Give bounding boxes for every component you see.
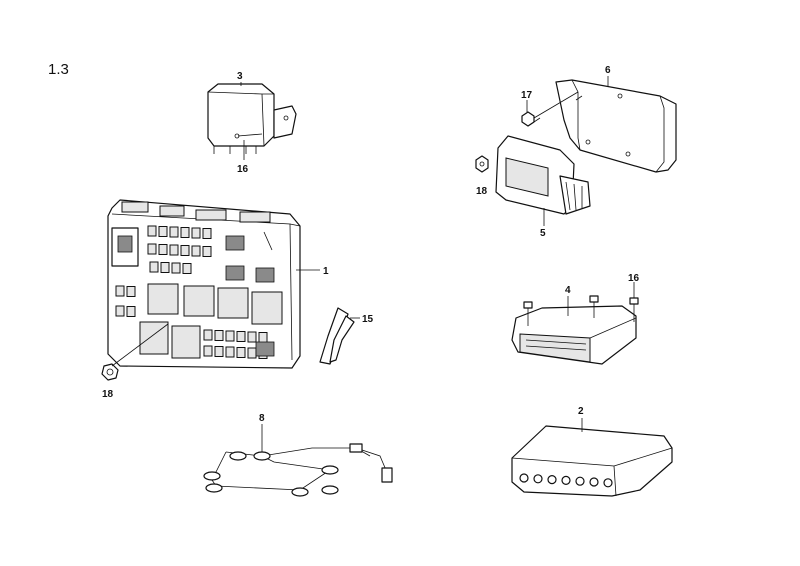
connector-pin xyxy=(561,475,571,485)
connector-pin xyxy=(589,477,599,487)
fuse-slot xyxy=(202,246,212,257)
fuse-slot xyxy=(214,346,224,357)
fuse-slot xyxy=(247,347,257,359)
fuse-slot xyxy=(147,243,157,255)
fuse-slot xyxy=(202,228,212,239)
callout-8: 8 xyxy=(259,413,265,424)
fuse-slot xyxy=(180,245,190,256)
fuse-slot xyxy=(147,225,157,237)
fuse-puller-part xyxy=(319,307,355,365)
relay-module-part xyxy=(207,83,297,154)
fuse-slot xyxy=(158,244,168,255)
connector-pin xyxy=(575,476,585,486)
sensor-mat-part xyxy=(203,443,393,497)
callout-2: 2 xyxy=(578,406,584,417)
fuse-slot xyxy=(258,332,268,343)
callout-16-relay: 16 xyxy=(237,164,249,175)
fuse-slot xyxy=(236,331,246,342)
control-unit-part xyxy=(511,425,673,497)
fuse-slot xyxy=(115,305,125,317)
callout-16-airbag: 16 xyxy=(628,273,640,284)
fuse-slot xyxy=(126,306,136,317)
callout-5: 5 xyxy=(540,228,546,239)
callout-18-right: 18 xyxy=(476,186,488,197)
fuse-slot xyxy=(180,227,190,238)
callout-18-left: 18 xyxy=(102,389,114,400)
callout-17: 17 xyxy=(521,90,533,101)
connector-pin xyxy=(603,478,613,488)
fuse-slot xyxy=(225,330,235,342)
callout-1: 1 xyxy=(323,266,329,277)
fuse-slot xyxy=(247,331,257,343)
fuse-slot xyxy=(214,330,224,341)
callout-3: 3 xyxy=(237,71,243,82)
fuse-slot xyxy=(225,346,235,358)
fuse-slot xyxy=(182,263,192,274)
callout-4: 4 xyxy=(565,285,571,296)
fuse-slot xyxy=(236,347,246,358)
fuse-slot xyxy=(158,226,168,237)
fuse-slot xyxy=(171,262,181,274)
bracket-screw-part xyxy=(521,91,579,127)
fuse-slot xyxy=(126,286,136,297)
connector-pin xyxy=(547,475,557,485)
fuse-slot xyxy=(169,226,179,238)
connector-pin xyxy=(533,474,543,484)
ecu-nut-part xyxy=(475,155,489,173)
fuse-slot xyxy=(203,345,213,357)
fuse-slot xyxy=(115,285,125,297)
fuse-slot xyxy=(160,262,170,273)
airbag-module-part xyxy=(511,295,639,365)
fuse-slot xyxy=(203,329,213,341)
section-number: 1.3 xyxy=(48,61,69,78)
fuse-slot xyxy=(191,227,201,239)
fuse-box-nut-part xyxy=(101,323,169,381)
callout-15: 15 xyxy=(362,314,374,325)
bracket-part xyxy=(555,79,677,173)
fuse-slot xyxy=(191,245,201,257)
fuse-slot xyxy=(169,244,179,256)
callout-6: 6 xyxy=(605,65,611,76)
connector-pin xyxy=(519,473,529,483)
fuse-box-part xyxy=(107,199,301,369)
fuse-slot xyxy=(149,261,159,273)
ecu-module-part xyxy=(495,135,591,215)
